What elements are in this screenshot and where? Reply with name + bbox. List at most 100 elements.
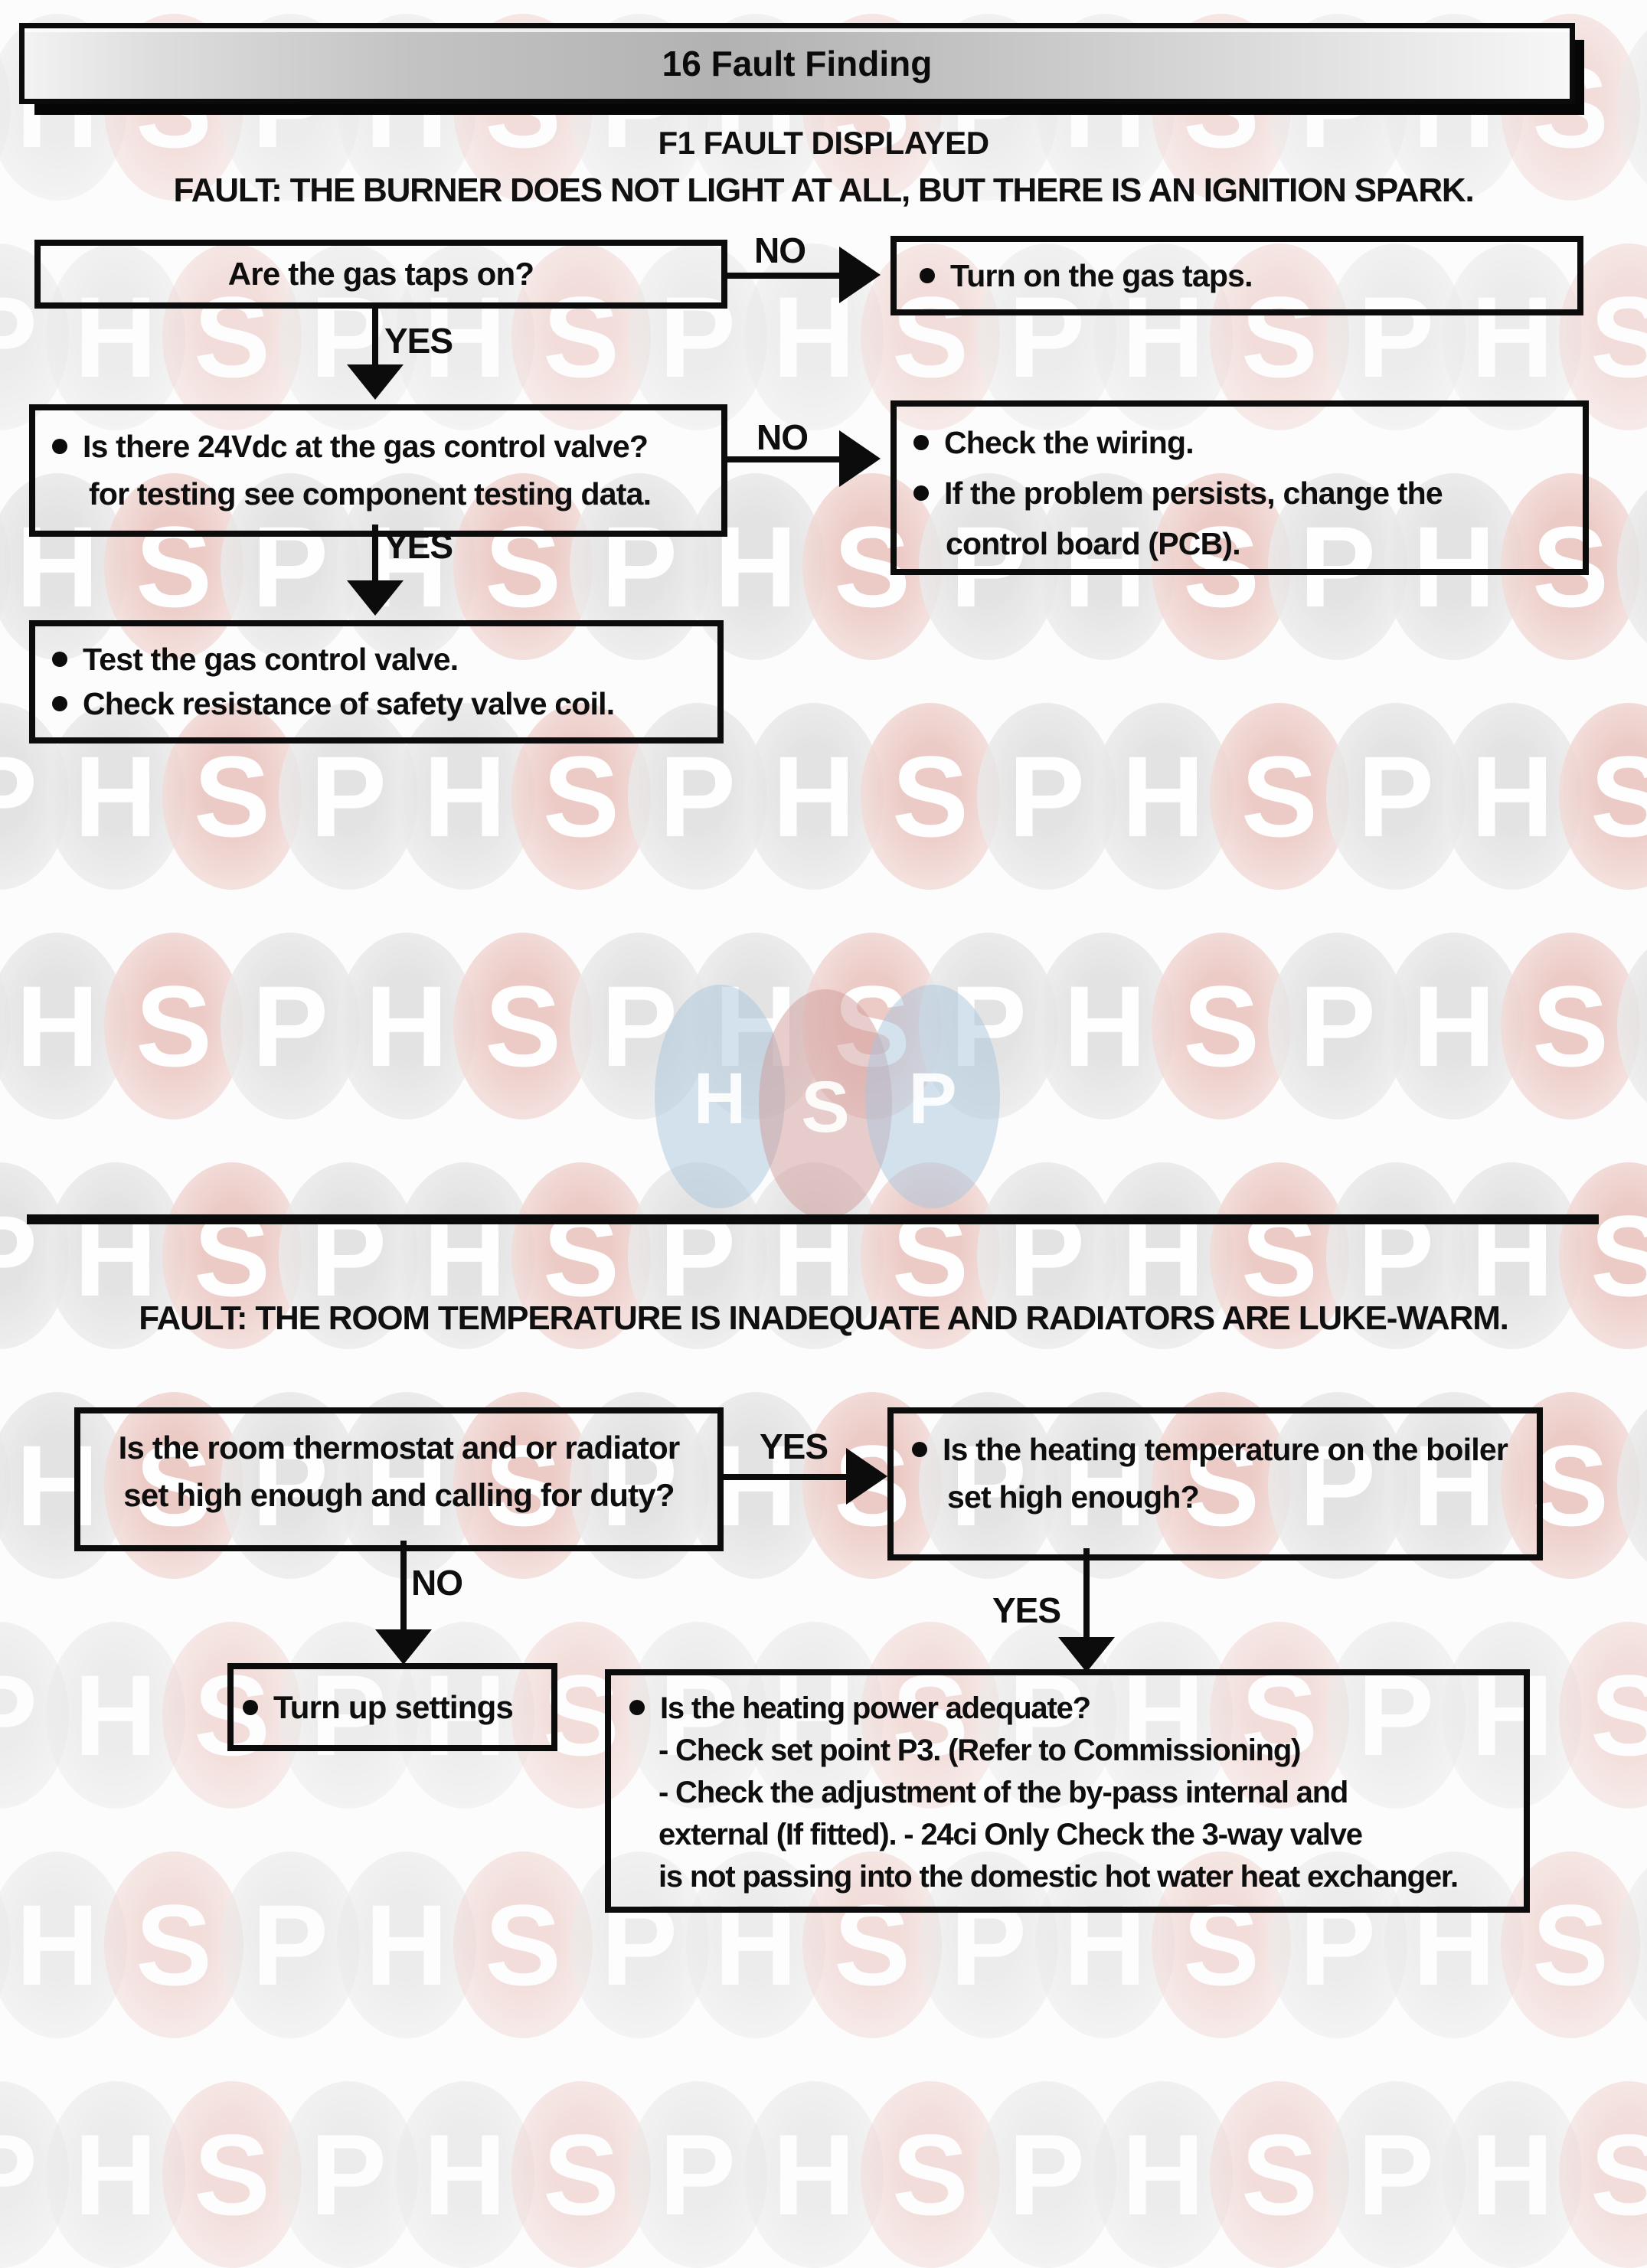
arrow-right-line — [727, 273, 842, 279]
flow-box-thermostat: Is the room thermostat and or radiator s… — [74, 1407, 724, 1551]
watermark-oval: H — [1443, 703, 1582, 890]
watermark-letter: P — [309, 1651, 387, 1779]
watermark-letter: S — [1531, 502, 1609, 631]
flow-box-test-valve-line1-text: Test the gas control valve. — [83, 642, 459, 677]
watermark-letter: H — [772, 2110, 856, 2239]
flow-box-heating-power-line4-pre: external (If fitted). - — [658, 1818, 921, 1851]
watermark-letter: S — [891, 732, 969, 861]
watermark-oval: P — [221, 933, 360, 1119]
watermark-oval: S — [511, 703, 651, 890]
watermark-oval: H — [46, 243, 185, 430]
watermark-oval: S — [1559, 703, 1647, 890]
watermark-letter: S — [1182, 1421, 1260, 1550]
flow-box-boiler-temp: Is the heating temperature on the boiler… — [887, 1407, 1543, 1560]
watermark-oval: H — [686, 473, 825, 660]
flow-box-boiler-temp-line2: set high enough? — [947, 1479, 1200, 1515]
flow-box-gas-taps: Are the gas taps on? — [34, 240, 727, 309]
watermark-letter: H — [1063, 962, 1147, 1090]
watermark-letter: H — [1121, 1651, 1205, 1779]
watermark-letter: P — [1299, 1421, 1377, 1550]
watermark-letter: S — [1590, 732, 1647, 861]
watermark-letter: P — [0, 739, 38, 854]
watermark-letter: P — [1357, 2110, 1435, 2239]
section-divider — [27, 1214, 1599, 1224]
watermark-letter: S — [135, 502, 213, 631]
watermark-letter: S — [193, 273, 271, 401]
watermark-oval: S — [1501, 473, 1640, 660]
watermark-letter: H — [423, 2110, 507, 2239]
watermark-letter: P — [251, 1421, 329, 1550]
watermark-oval: P — [1326, 1162, 1466, 1349]
watermark-oval: S — [1210, 1622, 1349, 1809]
watermark-letter: H — [772, 732, 856, 861]
arrow-down-head — [347, 364, 404, 400]
watermark-oval: S — [453, 1851, 593, 2038]
watermark-oval: S — [453, 473, 593, 660]
watermark-oval: P — [279, 1622, 418, 1809]
arrow-down-head — [347, 580, 404, 616]
watermark-oval: H — [1035, 1392, 1175, 1579]
flow-box-test-valve: Test the gas control valve. Check resist… — [29, 620, 724, 743]
flow-box-check-wiring-line2: If the problem persists, change the — [913, 468, 1583, 518]
hsp-logo-oval-blue-left — [655, 985, 785, 1208]
arrow-down-line — [400, 1541, 407, 1634]
watermark-letter: H — [1412, 502, 1496, 631]
watermark-oval: S — [802, 1851, 942, 2038]
watermark-oval: H — [395, 1622, 534, 1809]
watermark-letter: S — [1531, 1881, 1609, 2009]
watermark-oval: S — [104, 473, 243, 660]
watermark-oval: P — [221, 473, 360, 660]
bullet-icon — [52, 652, 67, 668]
arrow-down-line — [372, 309, 378, 367]
watermark-oval: S — [1501, 1392, 1640, 1579]
watermark-oval: H — [744, 1622, 884, 1809]
watermark-letter: S — [135, 962, 213, 1090]
hsp-logo-oval-blue-right — [865, 985, 1000, 1208]
flow-box-turn-up-settings-text: Turn up settings — [273, 1688, 514, 1725]
watermark-oval: S — [104, 1851, 243, 2038]
watermark-letter: H — [364, 1881, 449, 2009]
watermark-letter: H — [1063, 502, 1147, 631]
watermark-letter: H — [1412, 1421, 1496, 1550]
watermark-letter: S — [484, 1421, 562, 1550]
watermark-oval: H — [1384, 933, 1524, 1119]
watermark-oval: P — [628, 1622, 767, 1809]
flow-box-check-wiring-line2-text: If the problem persists, change the — [944, 475, 1443, 511]
watermark-letter: S — [1240, 273, 1319, 401]
watermark-letter: S — [833, 502, 911, 631]
flow-box-boiler-temp-line1-text: Is the heating temperature on the boiler — [943, 1432, 1508, 1467]
watermark-letter: S — [542, 273, 620, 401]
watermark-letter: S — [135, 1421, 213, 1550]
watermark-oval: P — [1326, 1622, 1466, 1809]
watermark-oval: H — [46, 1622, 185, 1809]
arrow-down-line — [372, 525, 378, 584]
page-title: 16 Fault Finding — [662, 44, 933, 83]
watermark-oval: P — [628, 703, 767, 890]
watermark-letter: S — [1590, 273, 1647, 401]
flow-box-heating-power-line1: Is the heating power adequate? — [629, 1688, 1524, 1730]
watermark-oval: S — [1152, 473, 1291, 660]
arrow-down-head — [1058, 1637, 1115, 1672]
watermark-letter: S — [484, 1881, 562, 2009]
label-yes: YES — [992, 1590, 1061, 1630]
watermark-letter: H — [74, 2110, 158, 2239]
watermark-letter: S — [1240, 2110, 1319, 2239]
watermark-letter: S — [1590, 1191, 1647, 1320]
flow-box-turn-on-gas-taps: Turn on the gas taps. — [890, 236, 1583, 315]
watermark-letter: P — [658, 732, 737, 861]
watermark-oval: S — [162, 703, 302, 890]
watermark-oval: P — [1268, 1392, 1407, 1579]
watermark-letter: H — [1063, 1421, 1147, 1550]
watermark-letter: P — [309, 2110, 387, 2239]
hsp-logo-letter-h: H — [694, 1058, 747, 1139]
watermark-oval: S — [453, 933, 593, 1119]
watermark-letter: P — [309, 732, 387, 861]
watermark-oval: H — [337, 933, 476, 1119]
watermark-oval: S — [1152, 1392, 1291, 1579]
flow-box-gas-taps-text: Are the gas taps on? — [227, 256, 534, 292]
flow-box-thermostat-line2: set high enough and calling for duty? — [123, 1477, 675, 1513]
watermark-letter: P — [949, 502, 1028, 631]
watermark-letter: H — [74, 1651, 158, 1779]
watermark-oval: H — [395, 703, 534, 890]
watermark-letter: S — [135, 1881, 213, 2009]
